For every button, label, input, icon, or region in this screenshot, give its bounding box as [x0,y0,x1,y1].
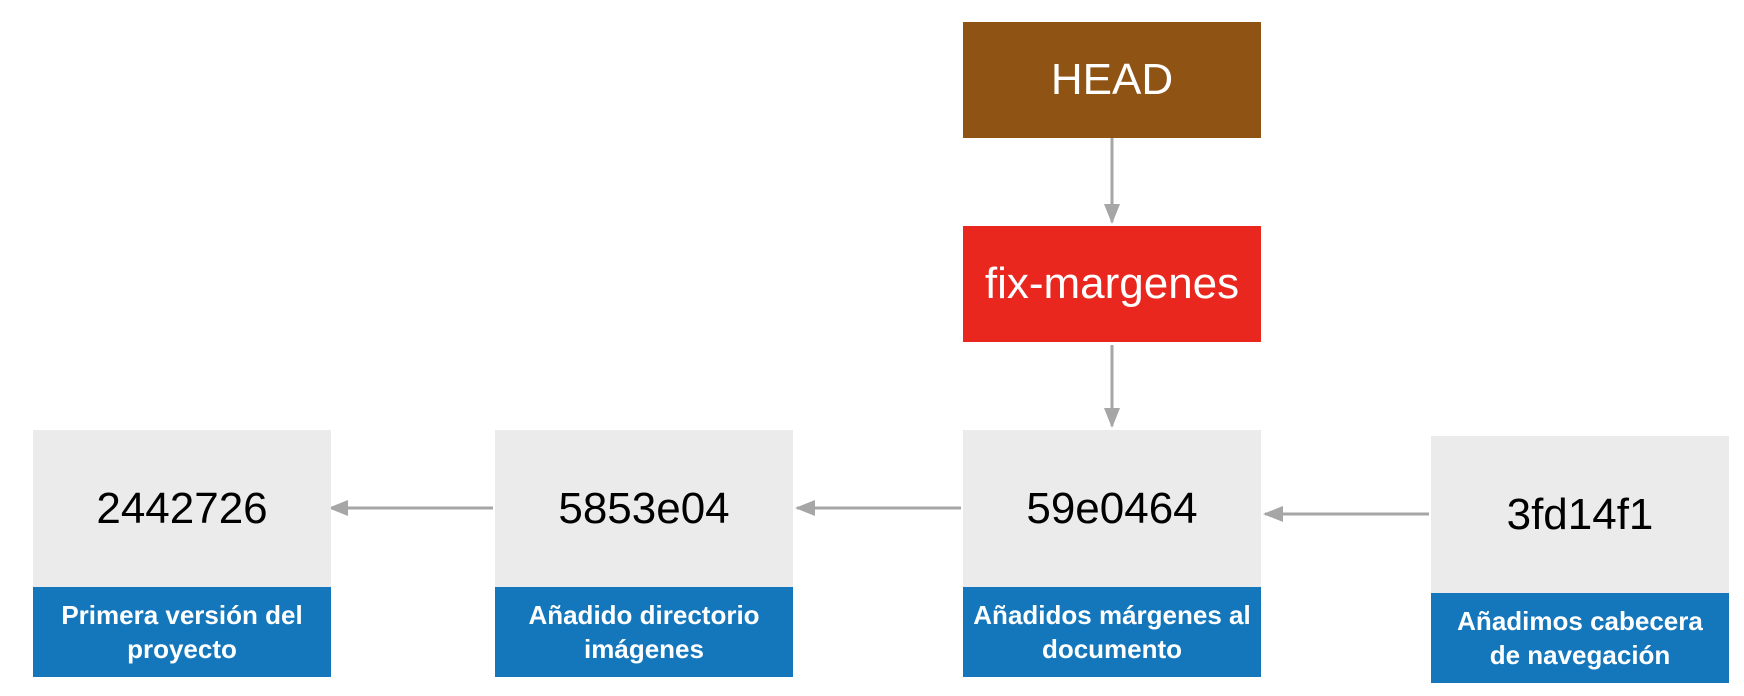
head-label: HEAD [1050,55,1174,104]
commit-hash: 5853e04 [495,430,793,587]
commit-hash: 3fd14f1 [1431,436,1729,593]
branch-pointer: fix-margenes [963,226,1261,342]
commit-message: Añadido directorio imágenes [495,587,793,677]
commit-message: Añadidos márgenes al documento [963,587,1261,677]
commit-message: Primera versión del proyecto [33,587,331,677]
commit-hash: 2442726 [33,430,331,587]
commit-node: 59e0464 Añadidos márgenes al documento [963,430,1261,677]
branch-label: fix-margenes [984,259,1240,308]
head-pointer: HEAD [963,22,1261,138]
commit-hash: 59e0464 [963,430,1261,587]
commit-node: 2442726 Primera versión del proyecto [33,430,331,677]
commit-node: 3fd14f1 Añadimos cabecera de navegación [1431,436,1729,683]
commit-message: Añadimos cabecera de navegación [1431,593,1729,683]
commit-node: 5853e04 Añadido directorio imágenes [495,430,793,677]
